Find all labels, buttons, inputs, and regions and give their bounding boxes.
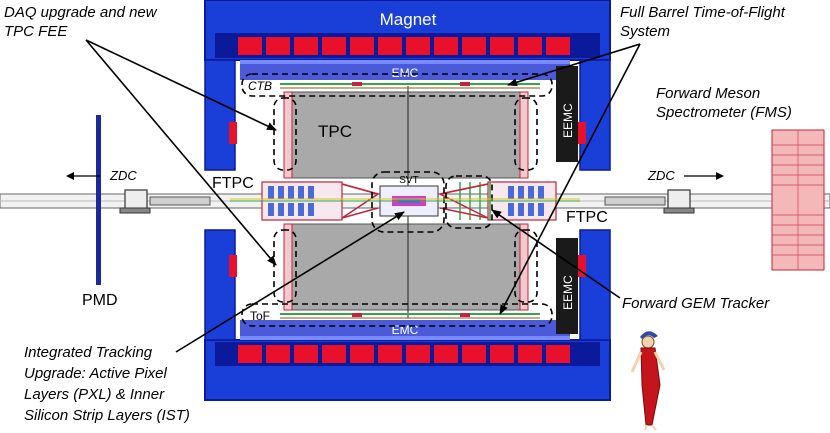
eemc-top: EEMC bbox=[556, 66, 578, 162]
annot-daq-line2: TPC FEE bbox=[4, 23, 68, 40]
tof-label: ToF bbox=[250, 309, 270, 323]
tpc-label: TPC bbox=[318, 122, 352, 141]
fms-detector bbox=[771, 129, 825, 271]
barrel-rails bbox=[280, 83, 540, 319]
zdc-right bbox=[663, 189, 695, 214]
pole-coils bbox=[229, 122, 586, 277]
tpc-volume: TPC bbox=[291, 86, 521, 318]
annot-itu-line4: Silicon Strip Layers (IST) bbox=[24, 407, 190, 424]
annot-gem: Forward GEM Tracker bbox=[622, 295, 770, 312]
eemc-bottom: EEMC bbox=[556, 238, 578, 334]
zdc-left bbox=[119, 189, 151, 214]
emc-bottom-label: EMC bbox=[392, 323, 419, 337]
annot-tof-line1: Full Barrel Time-of-Flight bbox=[620, 4, 786, 21]
annot-tof-line2: System bbox=[620, 23, 670, 40]
pointer-arrows bbox=[85, 39, 641, 353]
pmd-label: PMD bbox=[82, 292, 118, 309]
emc-bottom: EMC bbox=[240, 320, 570, 340]
annot-fms-line2: Spectrometer (FMS) bbox=[656, 104, 792, 121]
magnet-top: Magnet bbox=[204, 0, 611, 61]
pmd-detector bbox=[96, 115, 101, 285]
rail-markers bbox=[352, 82, 470, 317]
magnet-label: Magnet bbox=[380, 10, 437, 29]
tof-region bbox=[241, 303, 553, 327]
zdc-right-label: ZDC bbox=[647, 168, 675, 183]
annot-itu-line3: Layers (PXL) & Inner bbox=[24, 386, 165, 403]
ftpc-left-label: FTPC bbox=[212, 175, 254, 192]
annot-fms-line1: Forward Meson bbox=[656, 85, 760, 102]
gem-region bbox=[445, 175, 493, 229]
eemc-top-label: EEMC bbox=[561, 103, 575, 138]
emc-top: EMC bbox=[240, 60, 570, 80]
annot-itu-line1: Integrated Tracking bbox=[24, 344, 153, 361]
magnet-poles bbox=[204, 59, 611, 341]
emc-top-label: EMC bbox=[392, 66, 419, 80]
annot-itu-line2: Upgrade: Active Pixel bbox=[24, 365, 168, 382]
human-scale-figure bbox=[630, 331, 666, 431]
ctb-label: CTB bbox=[248, 79, 272, 93]
eemc-bottom-label: EEMC bbox=[561, 275, 575, 310]
svt: SVT bbox=[379, 175, 439, 217]
ctb-region bbox=[241, 73, 553, 97]
magnet-bottom bbox=[204, 339, 611, 401]
ftpc-right-label: FTPC bbox=[566, 209, 608, 226]
svt-label: SVT bbox=[399, 175, 418, 186]
fee-regions bbox=[273, 97, 538, 303]
zdc-left-label: ZDC bbox=[109, 168, 137, 183]
svt-region bbox=[371, 171, 445, 233]
annot-daq-line1: DAQ upgrade and new bbox=[4, 4, 158, 21]
